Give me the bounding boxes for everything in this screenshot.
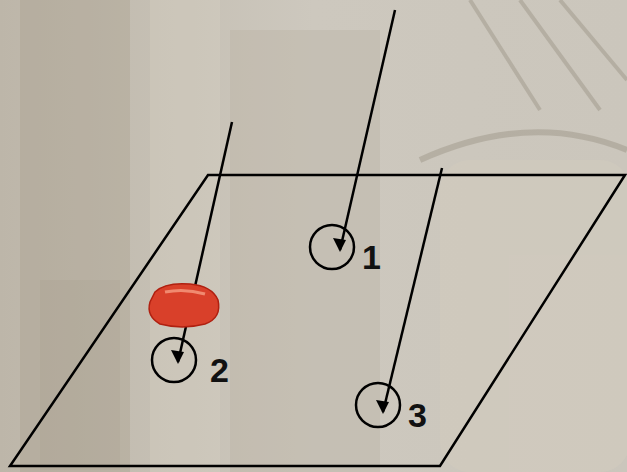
path-line [383, 168, 442, 412]
path-line [340, 10, 395, 250]
callout-number: 2 [210, 353, 229, 387]
faint-industrial-backdrop [20, 0, 627, 472]
impact-circle [356, 383, 400, 427]
impact-circle [152, 338, 196, 382]
plane-outline [10, 175, 625, 466]
blob-highlight [165, 290, 205, 294]
arrowhead [171, 350, 184, 364]
callout-number: 3 [408, 398, 427, 432]
arrowhead [333, 238, 346, 252]
arrowhead [376, 400, 389, 414]
obstacle-blob [149, 284, 219, 327]
callout-number: 1 [362, 240, 381, 274]
impact-circle [310, 225, 354, 269]
